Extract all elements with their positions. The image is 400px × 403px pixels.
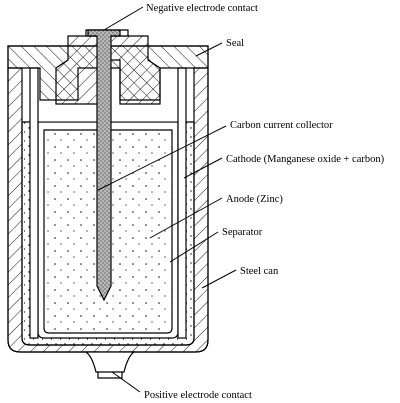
leader-steel-can <box>201 269 237 289</box>
inner-lining-right <box>177 67 187 339</box>
inner-lining-left <box>29 67 39 339</box>
label-seal: Seal <box>226 38 244 49</box>
leader-separator <box>169 231 219 263</box>
label-carbon-collector: Carbon current collector <box>230 120 333 131</box>
leader-cathode <box>183 157 223 179</box>
positive-contact-nub <box>84 351 136 373</box>
label-separator: Separator <box>222 227 263 238</box>
leader-seal <box>195 42 223 57</box>
label-steel-can: Steel can <box>240 266 279 277</box>
label-negative-contact: Negative electrode contact <box>146 3 258 14</box>
seal-plug <box>55 35 161 105</box>
label-cathode: Cathode (Manganese oxide + carbon) <box>226 154 385 165</box>
carbon-rod <box>87 29 121 302</box>
leader-anode <box>149 197 223 239</box>
leader-carbon-collector <box>97 125 227 191</box>
leader-negative-contact <box>103 6 144 31</box>
leader-positive-contact <box>111 371 141 393</box>
label-anode: Anode (Zinc) <box>226 194 283 205</box>
label-positive-contact: Positive electrode contact <box>144 390 252 401</box>
